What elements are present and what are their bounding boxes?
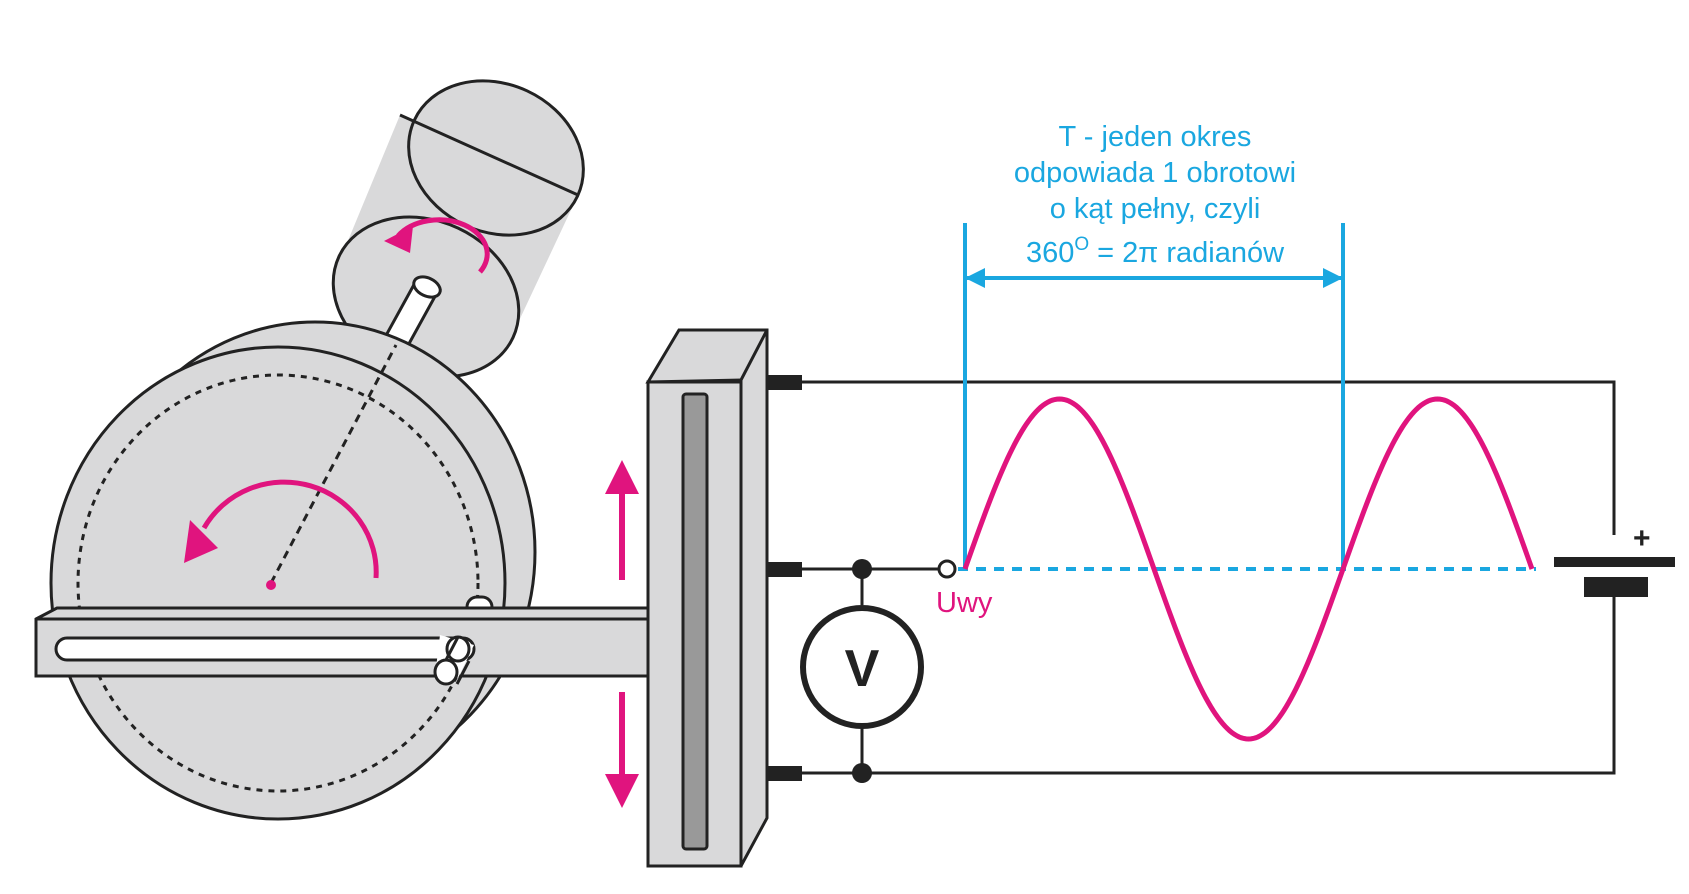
battery-positive-plate [1554,557,1675,567]
annotation-superscript: O [1074,234,1089,255]
crank-radius-dashed-line [269,344,398,584]
rotating-disk [49,320,537,821]
annotation-number: 360 [1026,237,1074,269]
junction-node-top [852,559,872,579]
disk-rotation-arrow-icon [201,479,379,579]
terminal-bottom [767,766,802,781]
annotation-line-2: odpowiada 1 obrotowi [1014,157,1296,189]
battery: + [1554,522,1675,597]
rheostat-resistive-track [681,392,709,851]
battery-plus-sign: + [1633,522,1651,555]
junction-node-bottom [852,763,872,783]
circuit-wires [802,380,1616,775]
disk-rotation-arrowhead-icon [184,520,218,563]
slider-pin [433,658,459,686]
voltmeter: V [800,605,924,729]
rheostat [645,328,802,868]
annotation-line-1: T - jeden okres [1059,121,1252,153]
motor-rotation-arrow-icon [396,217,490,274]
voltmeter-symbol: V [845,640,880,698]
output-voltage-label: Uwy [936,587,993,619]
terminal-top [767,375,802,390]
slider-slot [54,636,476,662]
annotation-line-3: o kąt pełny, czyli [1050,193,1261,225]
motor-rotation-arrowhead-icon [384,226,413,253]
period-annotation: T - jeden okres odpowiada 1 obrotowi o k… [1014,121,1296,269]
battery-negative-plate [1584,577,1648,597]
down-arrow-icon [605,692,639,808]
annotation-line-4: 360O = 2π radianów [1026,234,1285,269]
waveform-series [962,396,1535,742]
annotation-rest: = 2π radianów [1089,237,1285,269]
up-arrow-icon [605,460,639,580]
disk-center-dot [266,580,276,590]
terminal-middle [767,562,802,577]
sine-wave-line [962,396,1535,742]
output-terminal [937,559,957,579]
motor-cylinder [331,79,585,379]
crank-path-dashed-circle [76,373,480,793]
